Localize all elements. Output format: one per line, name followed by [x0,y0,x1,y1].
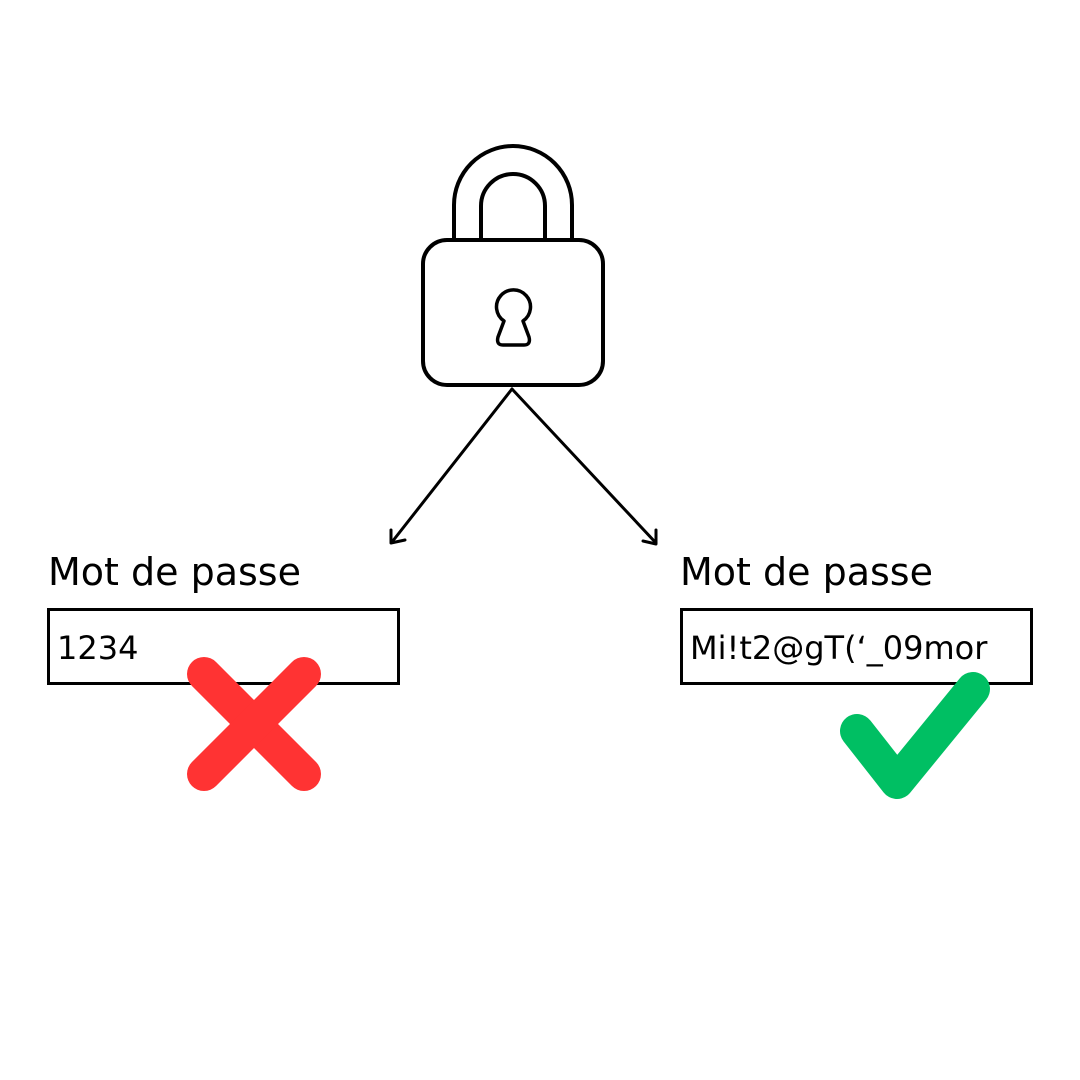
padlock-shackle-outer [452,144,574,242]
arrow-to-weak [389,387,514,545]
check-icon [840,672,990,799]
padlock-body [421,238,605,387]
arrow-to-strong [510,387,658,546]
padlock-icon [421,144,605,387]
padlock-shackle-inner [479,172,547,242]
weak-password-value: 1234 [57,629,139,667]
cross-icon [187,657,321,791]
strong-password-value: Mi!t2@gT(‘_09mor [690,629,988,667]
weak-password-label: Mot de passe [48,550,301,594]
keyhole-icon [494,288,533,347]
strong-password-label: Mot de passe [680,550,933,594]
